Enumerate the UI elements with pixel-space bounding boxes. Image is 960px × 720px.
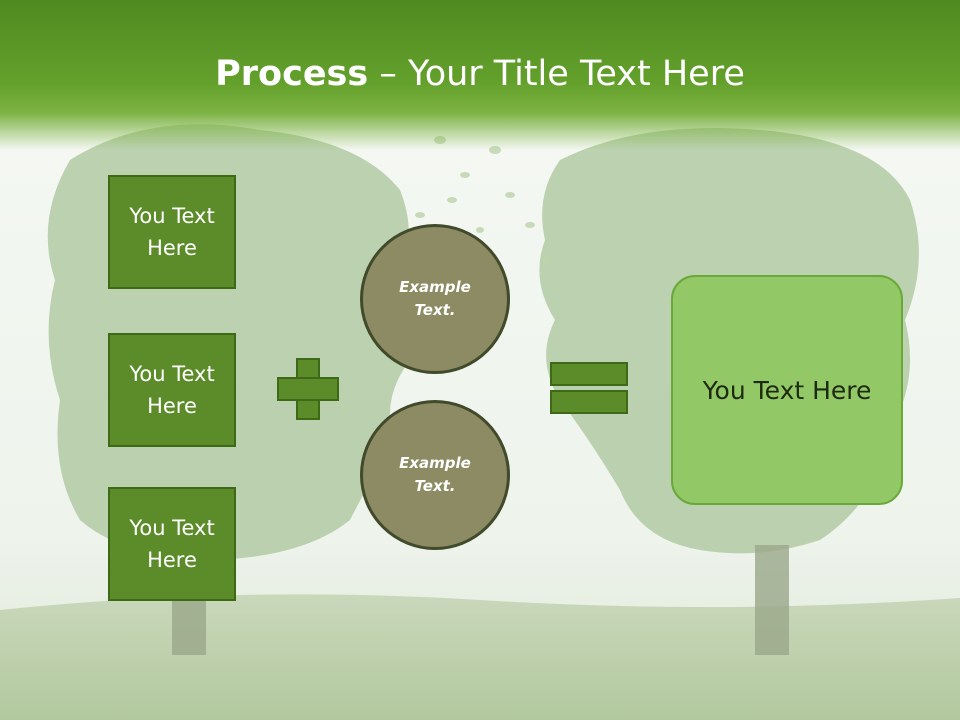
result-box[interactable]: You Text Here <box>671 275 903 505</box>
example-circle-2-label: Example Text. <box>399 454 471 495</box>
slide-title: Process – Your Title Text Here <box>0 52 960 96</box>
text-box-2[interactable]: You Text Here <box>108 333 236 447</box>
equals-top-bar <box>550 362 628 386</box>
example-circle-1-label: Example Text. <box>399 278 471 319</box>
example-circle-2[interactable]: Example Text. <box>360 400 510 550</box>
title-rest: – Your Title Text Here <box>368 54 745 94</box>
text-box-2-label: You Text Here <box>129 362 215 418</box>
title-bold: Process <box>215 54 369 94</box>
result-box-label: You Text Here <box>702 375 872 405</box>
title-band <box>0 0 960 150</box>
text-box-3[interactable]: You Text Here <box>108 487 236 601</box>
equals-bottom-bar <box>550 390 628 414</box>
text-box-1[interactable]: You Text Here <box>108 175 236 289</box>
text-box-1-label: You Text Here <box>129 204 215 260</box>
plus-center <box>298 379 318 399</box>
text-box-3-label: You Text Here <box>129 516 215 572</box>
example-circle-1[interactable]: Example Text. <box>360 224 510 374</box>
